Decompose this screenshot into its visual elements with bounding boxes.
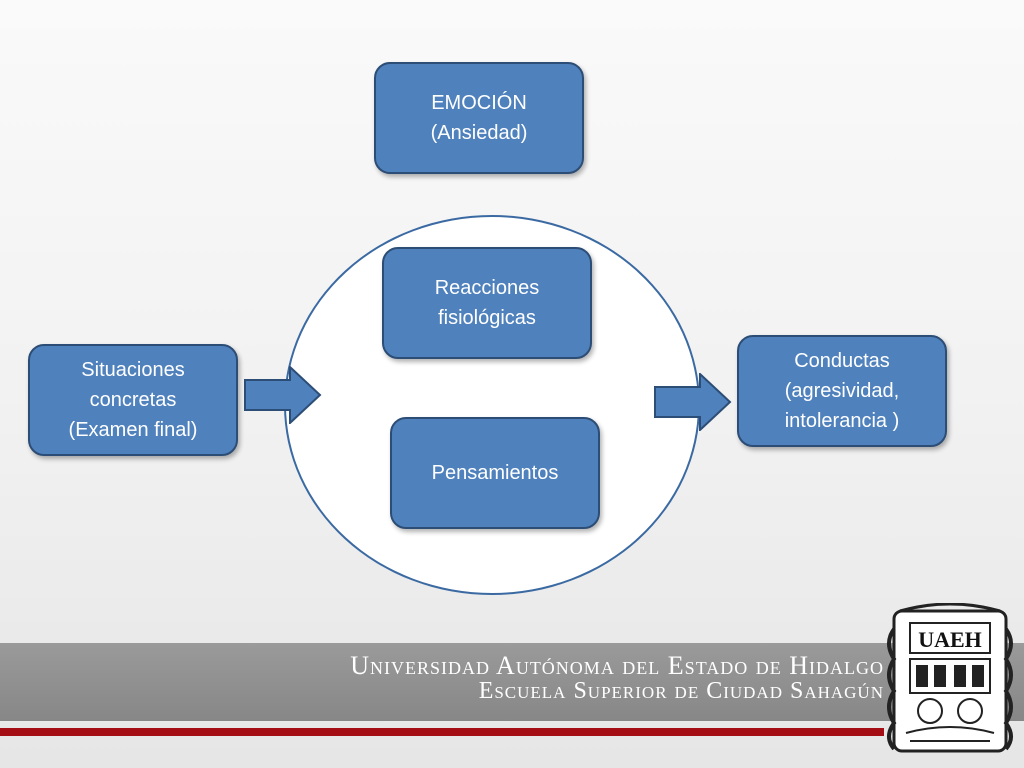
footer-band (0, 643, 1024, 721)
situations-box: Situaciones concretas (Examen final) (28, 344, 238, 456)
university-name: Universidad Autónoma del Estado de Hidal… (350, 651, 884, 680)
physiological-box-line-1: Reacciones (434, 277, 540, 299)
emotion-box-line-1: EMOCIÓN (431, 92, 527, 114)
behaviors-box: Conductas (agresividad, intolerancia ) (737, 335, 947, 447)
thoughts-box-line-1: Pensamientos (431, 462, 559, 484)
situations-box-line-1: Situaciones (81, 359, 185, 381)
situations-box-line-2: concretas (89, 389, 177, 411)
logo-text: UAEH (918, 627, 982, 652)
footer-red-line (0, 728, 884, 736)
school-name: Escuela Superior de Ciudad Sahagún (478, 678, 884, 704)
behaviors-box-line-1: Conductas (794, 350, 890, 372)
emotion-box-line-2: (Ansiedad) (430, 122, 528, 144)
behaviors-box-line-2: (agresividad, (784, 380, 900, 402)
behaviors-box-line-3: intolerancia ) (784, 410, 900, 432)
thoughts-box: Pensamientos (390, 417, 600, 529)
university-crest-logo: UAEH (887, 603, 1013, 753)
physiological-reactions-box: Reacciones fisiológicas (382, 247, 592, 359)
right-arrow (654, 373, 732, 431)
emotion-box: EMOCIÓN (Ansiedad) (374, 62, 584, 174)
physiological-box-line-2: fisiológicas (438, 307, 536, 329)
left-arrow (244, 366, 322, 424)
situations-box-line-3: (Examen final) (68, 419, 198, 441)
